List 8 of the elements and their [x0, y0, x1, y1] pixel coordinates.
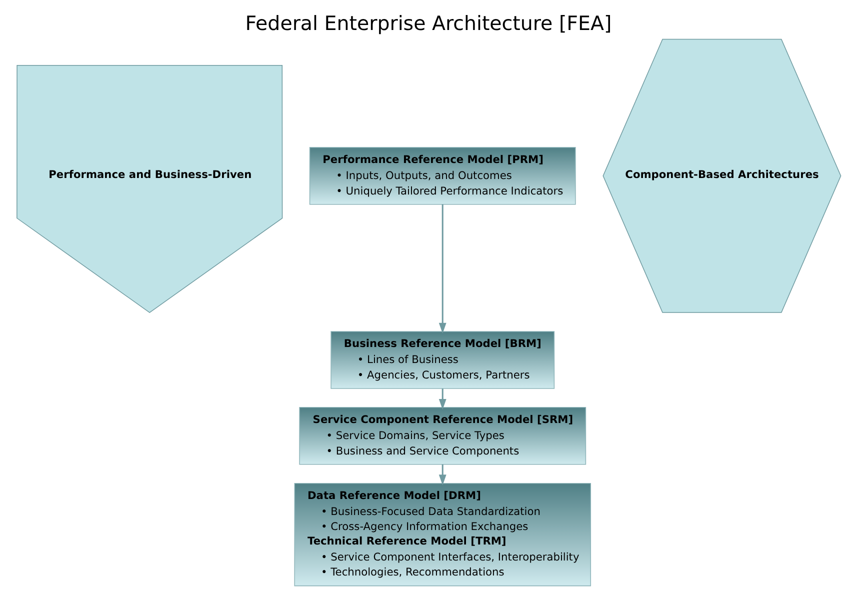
- arrow: [438, 464, 446, 486]
- node-box: Service Component Reference Model [SRM] • Service Domains, Service Types • Business and Service Components: [299, 407, 586, 465]
- diagram-title: Federal Enterprise Architecture [FEA]: [245, 12, 612, 36]
- node-box: Data Reference Model [DRM] • Business-Focused Data Standardization • Cross-Agency Information Exchanges Technical Reference Model [TRM] • Service Component Interfaces, Interoperability • Technologies, Recommendations: [294, 482, 591, 586]
- arrow: [438, 204, 446, 334]
- node-box: Performance Reference Model [PRM] • Inputs, Outputs, and Outcomes • Uniquely Tailored Performance Indicators: [309, 147, 576, 205]
- node-box: Business Reference Model [BRM] • Lines of Business • Agencies, Customers, Partners: [330, 331, 555, 389]
- arrow: [438, 388, 446, 410]
